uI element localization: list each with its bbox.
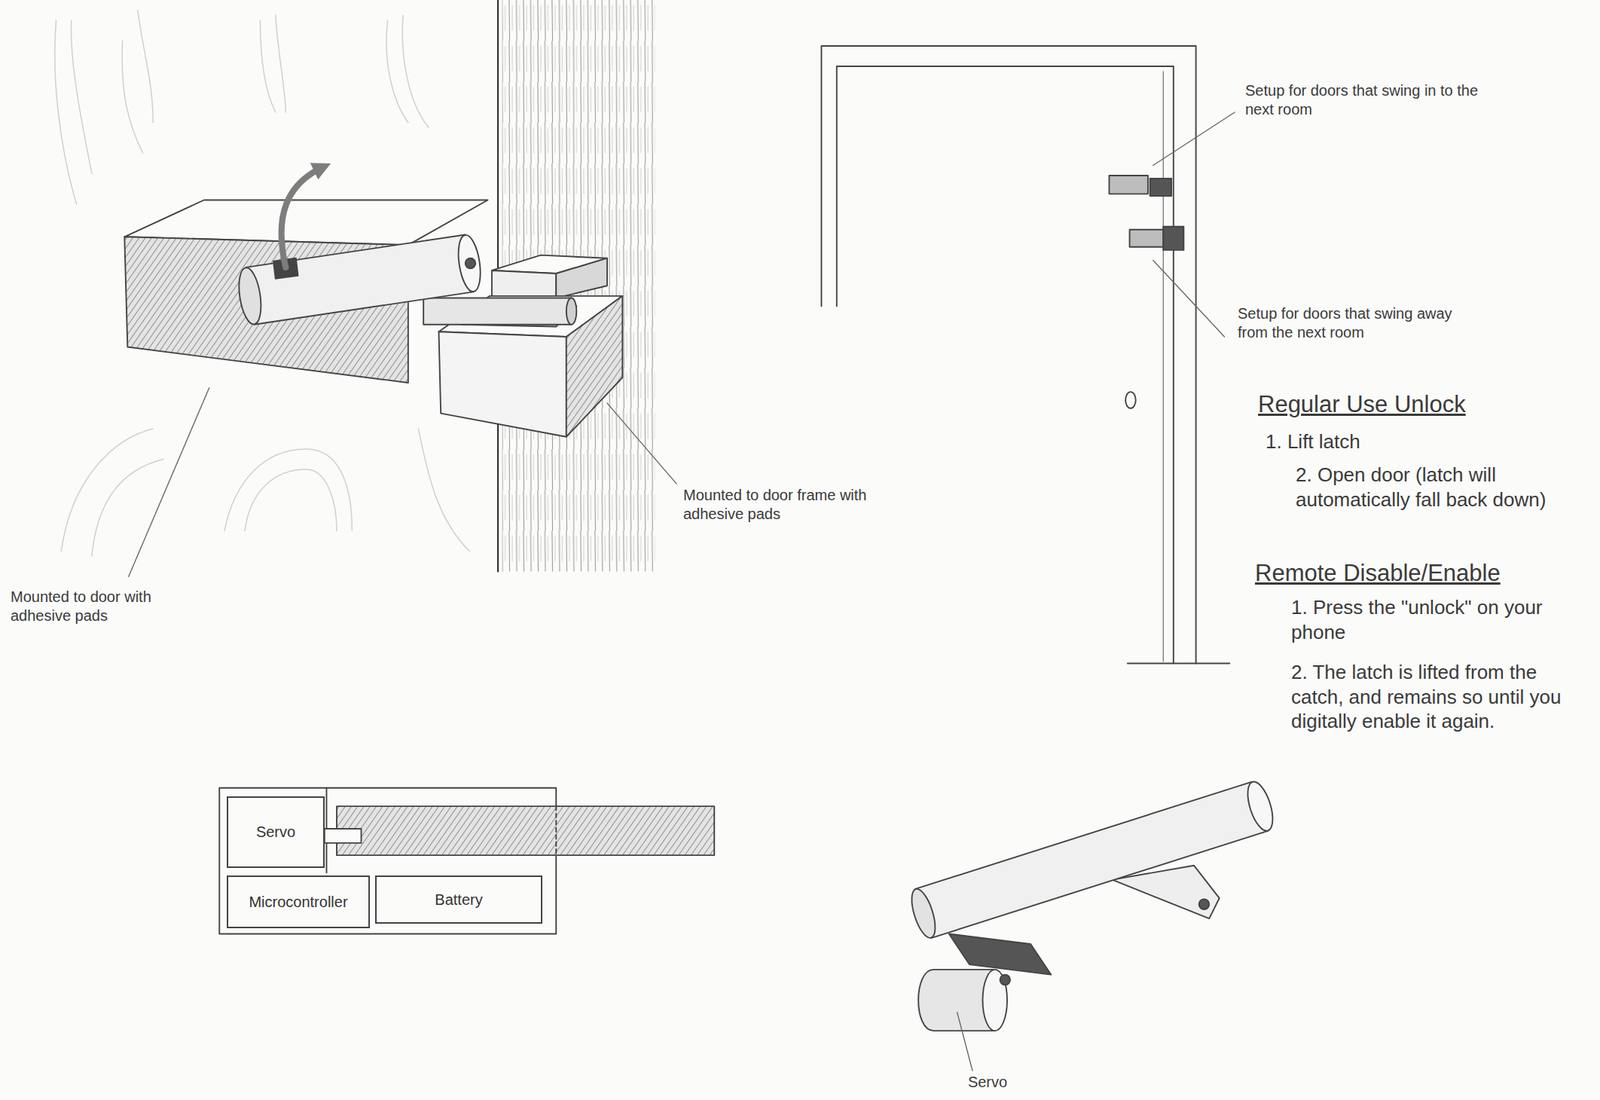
controller-box: Microcontroller: [226, 875, 370, 929]
callout-note: Mounted to door frame with adhesive pads: [683, 485, 902, 524]
leader-line: [607, 403, 677, 484]
step-text: 1. Press the "unlock" on your phone: [1291, 595, 1585, 645]
leader-line: [957, 1012, 973, 1071]
step-text: 2. Open door (latch will automatically f…: [1295, 462, 1582, 512]
section-heading: Regular Use Unlock: [1258, 390, 1590, 420]
servo-box: Servo: [226, 796, 325, 868]
step-text: 2. The latch is lifted from the catch, a…: [1291, 659, 1593, 734]
door-surface: [54, 0, 498, 572]
section-heading: Remote Disable/Enable: [1254, 558, 1594, 589]
latch-arm-detail: [906, 778, 1278, 1031]
box-label: Servo: [256, 823, 296, 841]
box-label: Battery: [434, 891, 483, 909]
step-text: 1. Lift latch: [1265, 429, 1582, 455]
callout-note: Setup for doors that swing in to the nex…: [1245, 81, 1479, 120]
leader-line: [128, 387, 210, 578]
part-label: Servo: [953, 1072, 1022, 1092]
door-elevation: [821, 45, 1230, 664]
leader-line: [1153, 112, 1235, 165]
housing-section: [219, 787, 715, 935]
box-label: Microcontroller: [248, 893, 348, 911]
battery-box: Battery: [375, 875, 543, 924]
callout-note: Setup for doors that swing away from the…: [1237, 304, 1487, 342]
leader-line: [1153, 259, 1225, 337]
callout-note: Mounted to door with adhesive pads: [10, 587, 199, 626]
latch-bar: [235, 167, 577, 326]
latch-housing: [124, 200, 488, 383]
